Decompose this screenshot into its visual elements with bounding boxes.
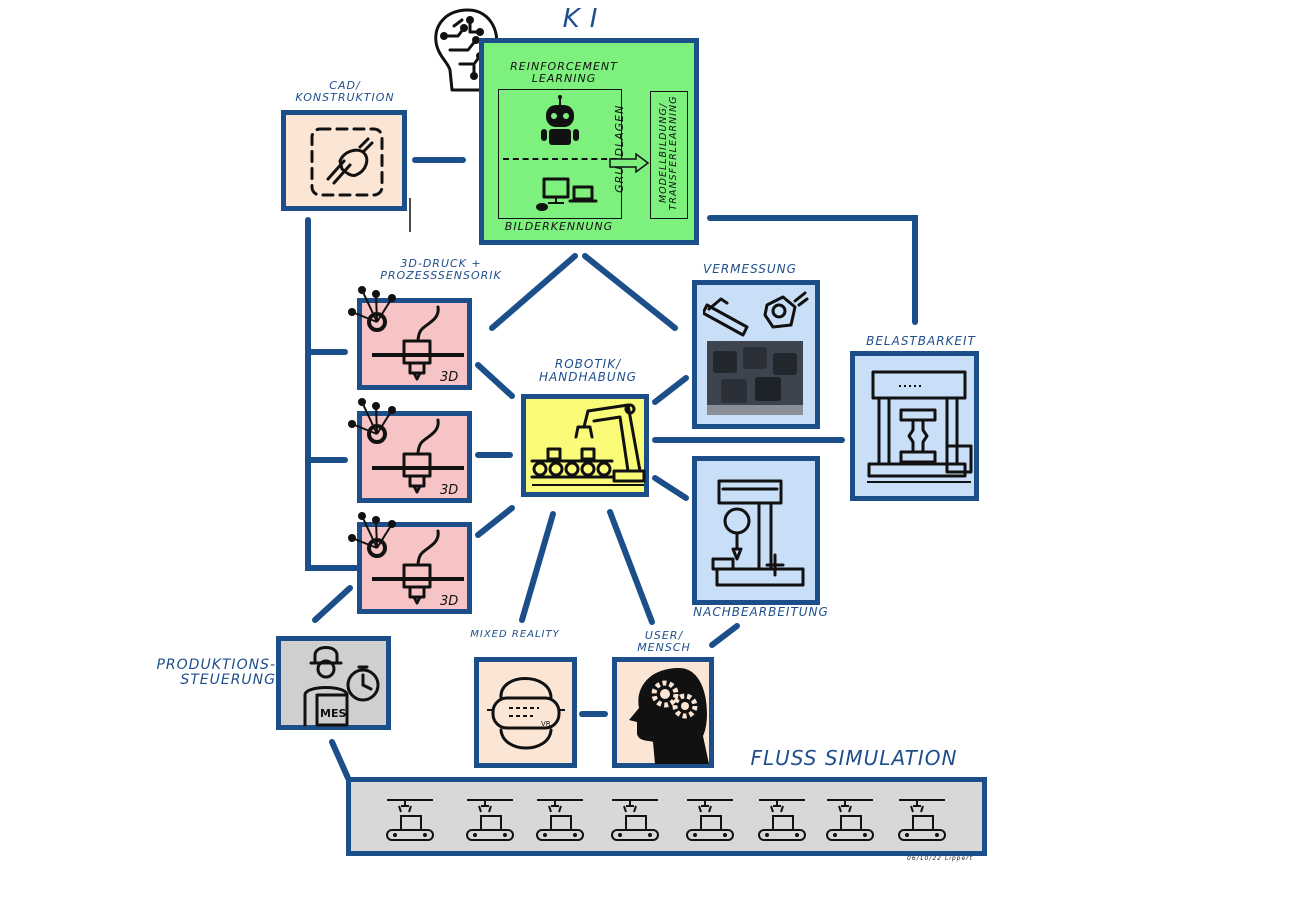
bilderkennung-label: BILDERKENNUNG [504,220,614,233]
conveyor-icon [536,799,584,841]
grundlagen-frame [498,89,622,219]
mixed-reality-label: MIXED REALITY [470,629,560,640]
printer-head-icon: 3D [372,418,464,498]
drill-press-icon [711,479,805,587]
conveyor-icon [466,799,514,841]
modellbildung-frame: MODELLBILDUNG/ TRANSFERLEARNING [650,91,688,219]
mixed-reality-box: VR [474,657,577,768]
robot-arm-icon [530,403,646,486]
robotik-label: ROBOTIK/ HANDHABUNG [539,357,637,384]
conveyor-icon [826,799,874,841]
belastbarkeit-box [850,351,979,501]
robotics-box [521,394,649,497]
modellbildung-label: MODELLBILDUNG/ TRANSFERLEARNING [658,95,679,211]
printer-box-2: 3D [357,411,472,503]
user-label: USER/ MENSCH [637,629,691,654]
druck-tag: 3D [440,483,458,498]
stopwatch-icon [346,665,380,702]
conveyor-icon [386,799,434,841]
sensor-icon [348,286,396,332]
druck-tag: 3D [440,370,458,385]
press-icon [867,370,973,483]
flow-simulation-box [346,777,987,856]
arrow-icon [609,153,650,173]
conveyor-icon [758,799,806,841]
computer-icon [536,177,598,211]
druck-tag: 3D [440,594,458,609]
dice-photo [707,341,803,415]
sensor-icon [348,512,396,558]
ki-title: KI [562,4,608,34]
user-box [612,657,714,768]
conveyor-icon [611,799,659,841]
conveyor-row [383,796,972,846]
nachbearbeitung-box [692,456,820,605]
mes-box: MES [276,636,391,730]
grundlagen-label: GRUNDLAGEN [613,104,627,193]
conveyor-icon [898,799,946,841]
dashed-divider [503,158,617,160]
signature: 06/10/22 Lippert [907,855,973,862]
head-gears-icon [629,668,709,764]
printer-head-icon: 3D [372,529,464,609]
cad-label: CAD/ KONSTRUKTION [295,79,395,104]
cad-box [281,110,407,211]
robot-icon [541,95,579,145]
mes-tag: MES [320,707,346,720]
vr-headset-icon: VR [487,677,565,750]
produktion-label: PRODUKTIONS- STEUERUNG [156,657,276,688]
gauge-block-icon [703,291,809,337]
belastbarkeit-label: BELASTBARKEIT [866,334,976,348]
druck-label: 3D-DRUCK + PROZESSSENSORIK [380,257,502,282]
nachbearbeitung-label: NACHBEARBEITUNG [693,605,829,619]
gear-shaft-icon [310,127,384,197]
fluss-label: FLUSS SIMULATION [750,746,958,770]
printer-head-icon: 3D [372,305,464,385]
printer-box-3: 3D [357,522,472,614]
vermessung-box [692,280,820,429]
ki-box: REINFORCEMENT LEARNING GRUNDLAGEN BILDER… [479,38,699,245]
conveyor-icon [686,799,734,841]
sensor-icon [348,398,396,444]
worker-clipboard-icon: MES [303,646,349,727]
vr-tag: VR [541,720,551,728]
reinforcement-learning-label: REINFORCEMENT LEARNING [510,60,618,85]
ai-head-icon [434,8,502,92]
vermessung-label: VERMESSUNG [703,262,797,276]
